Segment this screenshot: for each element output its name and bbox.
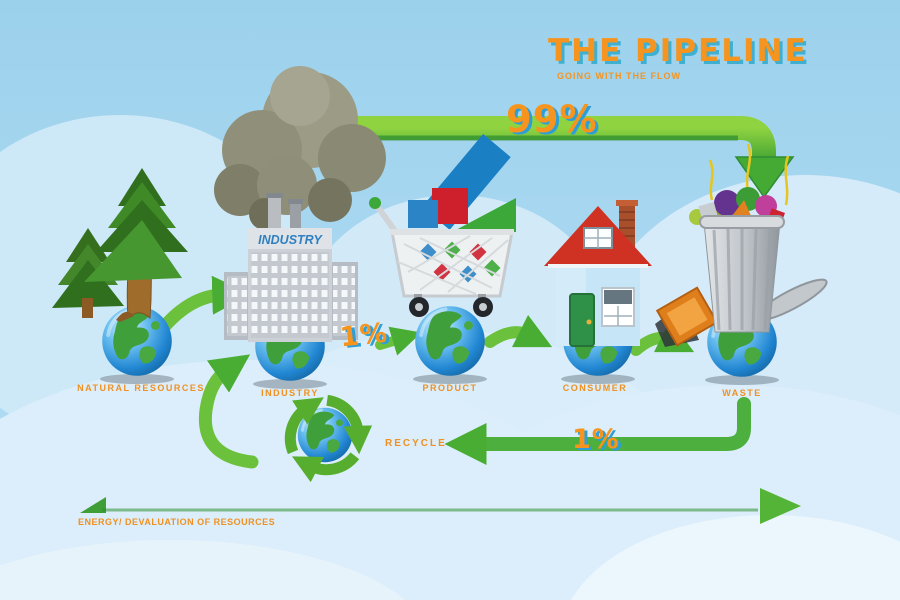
- arrow-product-to-consumer: [484, 314, 553, 348]
- factory-smoke-icon: [214, 66, 386, 230]
- page-title: THE PIPELINE: [548, 33, 808, 69]
- recycled-percentage: 1%: [572, 424, 620, 455]
- industry-sign-text: INDUSTRY: [258, 233, 323, 247]
- arrow-industry-to-product: [375, 326, 422, 356]
- stage-label-consumer: CONSUMER: [562, 383, 628, 393]
- recycle-label: RECYCLE: [385, 438, 447, 449]
- energy-devaluation-label: ENERGY/ DEVALUATION OF RESOURCES: [78, 517, 276, 527]
- trash-can-icon: [655, 143, 828, 347]
- waste-99-arrow: [346, 116, 795, 199]
- pine-tree-icon: [52, 168, 188, 322]
- recycle-to-industry-arrow: [198, 354, 259, 469]
- globe-shadows: [100, 374, 779, 389]
- house-icon: [544, 200, 652, 347]
- energy-devaluation-arrow: [80, 488, 801, 524]
- factory-icon: INDUSTRY: [224, 193, 358, 342]
- stage-label-industry: INDUSTRY: [261, 388, 319, 398]
- stage-label-natural-resources: NATURAL RESOURCES: [77, 383, 205, 393]
- globe-icon: [100, 304, 174, 378]
- stage-label-waste: WASTE: [722, 388, 762, 398]
- recycle-icon: [284, 394, 373, 483]
- shopping-cart-icon: [369, 133, 516, 317]
- recycle-return-arrow: [444, 397, 751, 465]
- industry-percentage: 1%: [338, 317, 390, 354]
- waste-percentage: 99%: [506, 98, 598, 141]
- globe-icon: [413, 304, 487, 378]
- page-subtitle: GOING WITH THE FLOW: [557, 71, 681, 81]
- stage-label-product: PRODUCT: [422, 383, 478, 393]
